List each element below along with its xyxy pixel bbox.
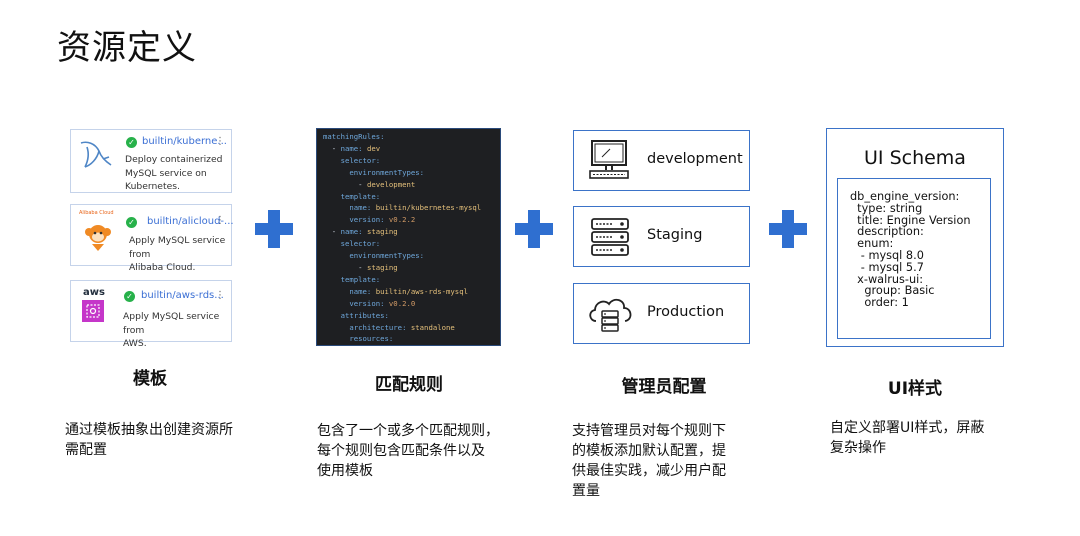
template-name: builtin/alicloud-... xyxy=(147,216,234,227)
desc-line: Apply MySQL service from xyxy=(129,235,226,260)
code-line: template: xyxy=(340,191,381,201)
column-label-admin-config: 管理员配置 xyxy=(621,377,707,397)
code-line: - development xyxy=(323,179,416,189)
ui-schema-line: description: xyxy=(850,225,924,239)
computer-icon xyxy=(589,140,629,179)
desc-line: 供最佳实践，减少用户配 xyxy=(572,463,726,479)
column-desc-admin-config: 支持管理员对每个规则下 的模板添加默认配置，提 供最佳实践，减少用户配 置量 xyxy=(572,421,726,501)
code-line: selector: xyxy=(340,155,381,165)
desc-line: 置量 xyxy=(572,483,600,499)
code-line: version: v0.2.2 xyxy=(349,215,416,225)
env-production: Production xyxy=(573,283,750,344)
desc-line: 需配置 xyxy=(65,442,107,458)
template-description: Deploy containerized MySQL service on Ku… xyxy=(125,153,222,194)
template-card-alicloud[interactable]: Alibaba Cloud ✓ builtin/alicloud-... ⋮ A… xyxy=(70,204,234,273)
env-label: Staging xyxy=(647,227,703,243)
ui-schema-title: UI Schema xyxy=(864,147,966,169)
code-line: environmentTypes: xyxy=(349,167,425,177)
code-line: - name: staging xyxy=(323,227,398,237)
plus-icon xyxy=(255,210,293,248)
env-development: development xyxy=(573,130,750,191)
alibaba-cloud-logo: Alibaba Cloud xyxy=(79,210,114,216)
desc-line: Alibaba Cloud. xyxy=(129,262,196,273)
desc-line: 通过模板抽象出创建资源所 xyxy=(65,422,233,438)
more-icon[interactable]: ⋮ xyxy=(215,215,225,226)
ui-schema-line: group: Basic xyxy=(850,284,935,298)
more-icon[interactable]: ⋮ xyxy=(215,136,225,147)
env-label: development xyxy=(647,151,743,167)
env-staging: Staging xyxy=(573,206,750,267)
desc-line: 复杂操作 xyxy=(830,440,886,456)
monkey-icon xyxy=(85,225,111,251)
code-line: environmentTypes: xyxy=(349,251,425,261)
column-desc-ui-style: 自定义部署UI样式，屏蔽 复杂操作 xyxy=(830,418,984,458)
code-line: architecture: standalone xyxy=(349,322,455,332)
cloud-server-icon xyxy=(589,298,632,332)
template-card-kubernetes[interactable]: ✓ builtin/kuberne... ⋮ Deploy containeri… xyxy=(70,129,232,193)
ui-schema-line: x-walrus-ui: xyxy=(850,272,924,286)
desc-line: 自定义部署UI样式，屏蔽 xyxy=(830,420,985,436)
code-line: selector: xyxy=(340,239,381,249)
code-line: name: builtin/aws-rds-mysql xyxy=(349,286,468,296)
code-line: template: xyxy=(340,274,381,284)
desc-line: 每个规则包含匹配条件以及 xyxy=(317,443,485,459)
code-line: class: db.t3.medium xyxy=(323,345,500,346)
template-name: builtin/aws-rds... xyxy=(141,290,224,301)
desc-line: Deploy containerized xyxy=(125,154,223,165)
desc-line: MySQL service on xyxy=(125,167,207,179)
desc-line: AWS. xyxy=(123,338,147,349)
desc-line: Kubernetes. xyxy=(125,181,180,192)
code-line: resources: xyxy=(349,334,394,344)
ui-schema-panel: UI Schema db_engine_version: type: strin… xyxy=(826,128,1004,347)
env-label: Production xyxy=(647,304,725,320)
column-desc-template: 通过模板抽象出创建资源所 需配置 xyxy=(65,420,233,460)
rds-icon xyxy=(82,300,104,322)
check-icon: ✓ xyxy=(126,137,137,148)
ui-schema-line: - mysql 5.7 xyxy=(850,260,924,274)
check-icon: ✓ xyxy=(124,291,135,302)
code-line: attributes: xyxy=(340,310,389,320)
column-label-ui-style: UI样式 xyxy=(887,379,943,399)
desc-line: 支持管理员对每个规则下 xyxy=(572,423,726,439)
desc-line: 包含了一个或多个匹配规则， xyxy=(317,423,499,439)
desc-line: 使用模板 xyxy=(317,463,373,479)
ui-schema-line: - mysql 8.0 xyxy=(850,248,924,262)
desc-line: Apply MySQL service from xyxy=(123,311,220,336)
template-description: Apply MySQL service from Alibaba Cloud. xyxy=(129,234,231,275)
code-line: matchingRules: xyxy=(323,132,385,141)
ui-schema-line: db_engine_version: xyxy=(850,190,960,203)
ui-schema-line: enum: xyxy=(850,237,894,251)
ui-schema-content: db_engine_version: type: string title: E… xyxy=(837,178,991,339)
code-line: - staging xyxy=(323,262,398,272)
check-icon: ✓ xyxy=(126,217,137,228)
ui-schema-lines: db_engine_version: type: string title: E… xyxy=(850,191,971,309)
code-text: matchingRules: - name: dev selector: env… xyxy=(317,129,500,346)
code-line: version: v0.2.0 xyxy=(349,298,416,308)
mysql-dolphin-icon xyxy=(80,141,112,168)
column-desc-matching-rules: 包含了一个或多个匹配规则， 每个规则包含匹配条件以及 使用模板 xyxy=(317,421,499,481)
template-card-aws[interactable]: aws ✓ builtin/aws-rds... ⋮ Apply MySQL s… xyxy=(70,280,232,349)
plus-icon xyxy=(515,210,553,248)
plus-icon xyxy=(769,210,807,248)
column-label-template: 模板 xyxy=(133,369,167,389)
ui-schema-line: order: 1 xyxy=(850,296,909,310)
more-icon[interactable]: ⋮ xyxy=(215,290,225,301)
ui-schema-line: type: string xyxy=(850,201,923,215)
server-icon xyxy=(591,218,629,256)
desc-line: 的模板添加默认配置，提 xyxy=(572,443,726,459)
code-line: name: builtin/kubernetes-mysql xyxy=(349,203,482,213)
code-line: - name: dev xyxy=(323,143,381,153)
aws-logo: aws xyxy=(83,287,105,298)
template-name: builtin/kuberne... xyxy=(142,136,227,147)
column-label-matching-rules: 匹配规则 xyxy=(375,375,443,395)
page-title: 资源定义 xyxy=(57,28,197,68)
ui-schema-line: title: Engine Version xyxy=(850,213,971,227)
template-description: Apply MySQL service from AWS. xyxy=(123,310,231,351)
matching-rules-code: matchingRules: - name: dev selector: env… xyxy=(316,128,501,346)
